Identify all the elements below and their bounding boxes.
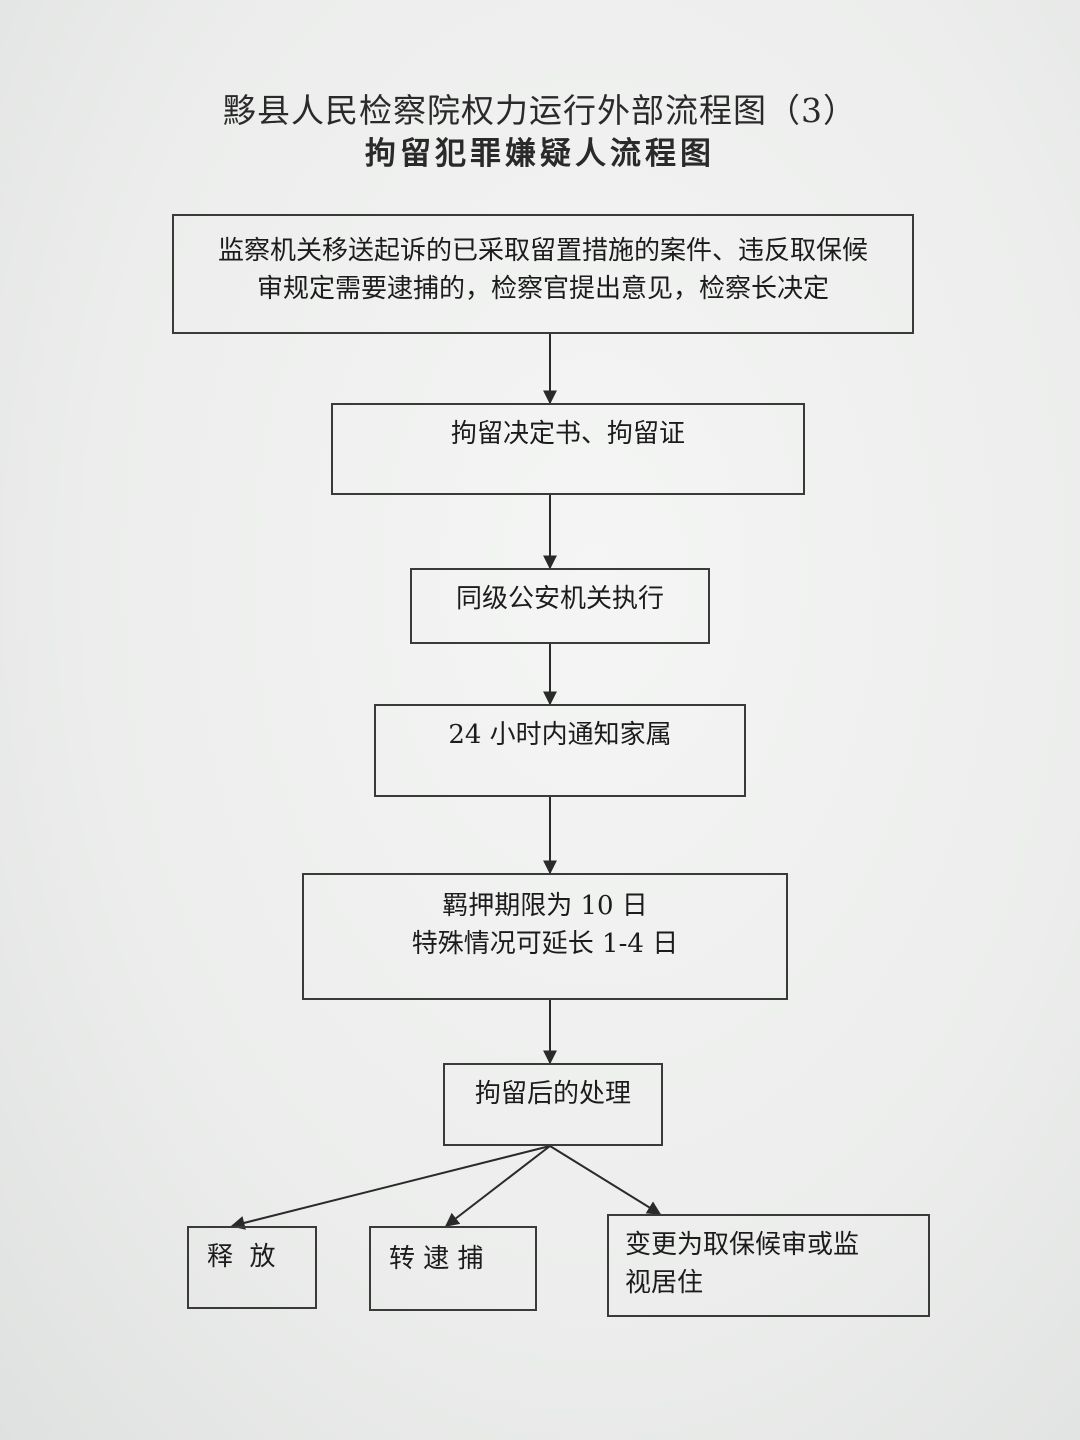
step-initiation-line-1: 监察机关移送起诉的已采取留置措施的案件、违反取保候 — [217, 236, 868, 266]
step-post-processing: 拘留后的处理 — [443, 1063, 663, 1146]
step-notify: 24 小时内通知家属 — [374, 704, 746, 797]
step-initiation: 监察机关移送起诉的已采取留置措施的案件、违反取保候 审规定需要逮捕的，检察官提出… — [172, 214, 914, 334]
arrow-post-to-arrest — [444, 1145, 551, 1227]
page-subtitle: 拘留犯罪嫌疑人流程图 — [365, 136, 715, 172]
step-documents: 拘留决定书、拘留证 — [331, 403, 805, 495]
step-custody-line-2: 特殊情况可延长 1-4 日 — [411, 929, 679, 959]
outcome-change: 变更为取保候审或监 视居住 — [607, 1214, 930, 1317]
step-execution-label: 同级公安机关执行 — [455, 584, 664, 614]
page-title: 黟县人民检察院权力运行外部流程图（3） — [223, 91, 857, 130]
outcome-change-line-1: 变更为取保候审或监 — [625, 1230, 860, 1260]
step-documents-label: 拘留决定书、拘留证 — [450, 419, 685, 449]
outcome-arrest-label: 转 逮 捕 — [389, 1244, 484, 1274]
step-initiation-line-2: 审规定需要逮捕的，检察官提出意见，检察长决定 — [256, 274, 829, 304]
outcome-release: 释 放 — [187, 1226, 317, 1309]
arrow-post-to-change — [549, 1145, 662, 1215]
outcome-release-label: 释 放 — [207, 1242, 276, 1272]
step-custody: 羁押期限为 10 日 特殊情况可延长 1-4 日 — [302, 873, 788, 1000]
step-notify-label: 24 小时内通知家属 — [448, 720, 672, 750]
step-post-processing-label: 拘留后的处理 — [474, 1079, 631, 1109]
step-custody-line-1: 羁押期限为 10 日 — [442, 891, 648, 921]
outcome-change-line-2: 视居住 — [625, 1268, 704, 1298]
outcome-arrest: 转 逮 捕 — [369, 1226, 537, 1311]
arrow-post-to-release — [230, 1145, 551, 1230]
step-execution: 同级公安机关执行 — [410, 568, 710, 644]
